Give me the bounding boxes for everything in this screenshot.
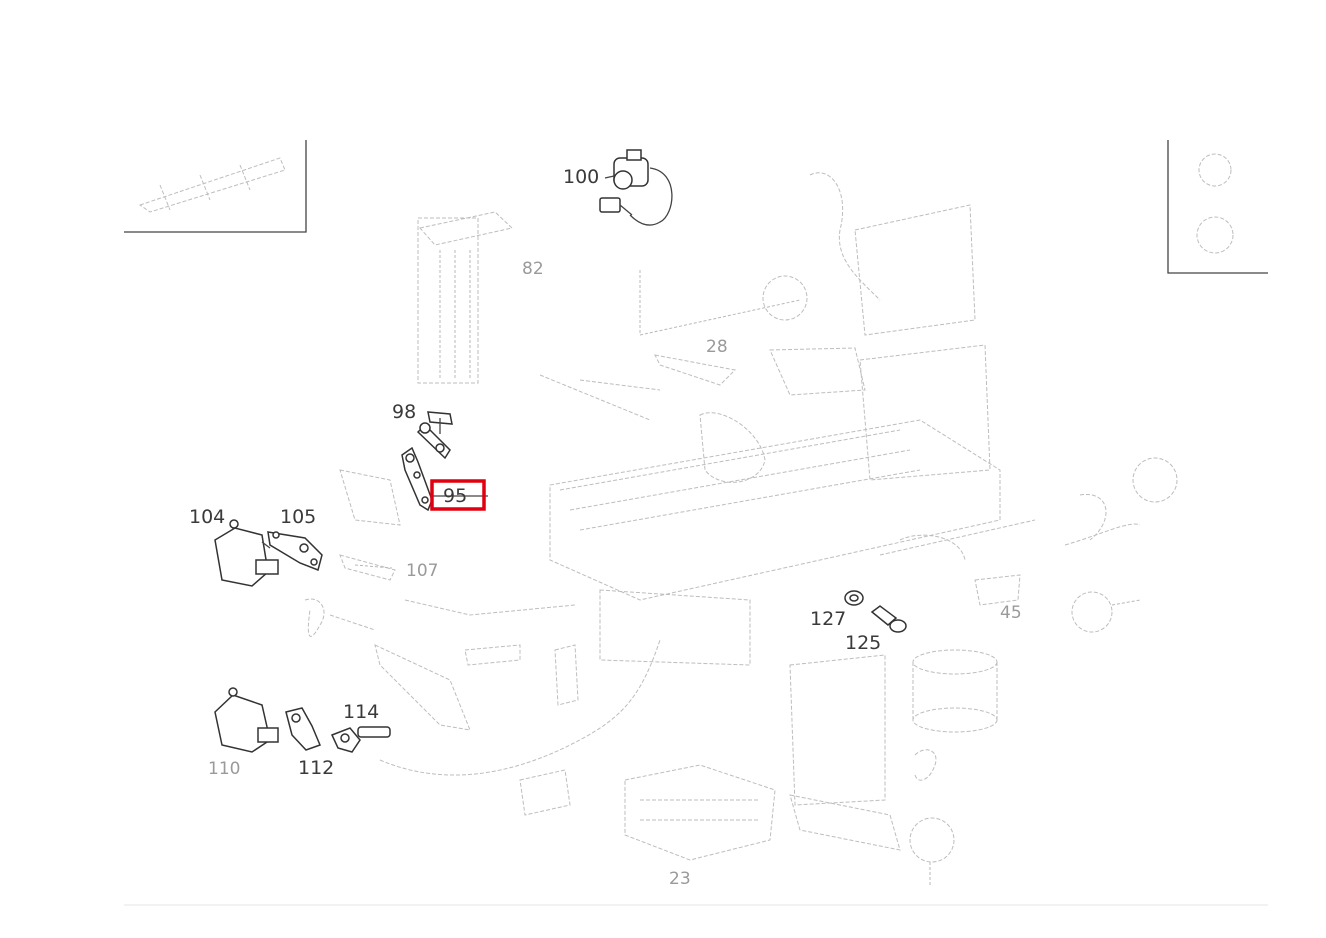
inset-frame-left [124,140,307,233]
label-107[interactable]: 107 [406,561,438,581]
label-95[interactable]: 95 [443,485,467,507]
inset-frame-right [1167,140,1268,274]
part-labels: 100 98 95 104 105 107 114 112 110 127 12… [189,166,1022,889]
highlight-box [430,479,486,511]
label-82[interactable]: 82 [522,259,544,279]
label-112[interactable]: 112 [298,757,334,779]
label-98[interactable]: 98 [392,401,416,423]
label-110[interactable]: 110 [208,759,240,779]
label-125[interactable]: 125 [845,632,881,654]
part-100-switch [599,149,673,226]
label-127[interactable]: 127 [810,608,846,630]
part-127-washer [844,590,864,606]
label-45[interactable]: 45 [1000,603,1022,623]
part-104-motor [214,519,279,587]
part-125-bolt [870,605,907,633]
label-23[interactable]: 23 [669,869,691,889]
part-110-motor [214,687,279,753]
label-114[interactable]: 114 [343,701,379,723]
part-105-linkage [267,531,323,572]
part-98-lever [416,411,453,460]
label-105[interactable]: 105 [280,506,316,528]
label-104[interactable]: 104 [189,506,225,528]
label-28[interactable]: 28 [706,337,728,357]
leader-lines [354,175,615,569]
part-95-bracket [401,446,433,512]
part-114-lever [330,726,391,753]
part-112-bracket [285,707,321,751]
engine-assembly-faint [304,172,1178,885]
label-100[interactable]: 100 [563,166,599,188]
